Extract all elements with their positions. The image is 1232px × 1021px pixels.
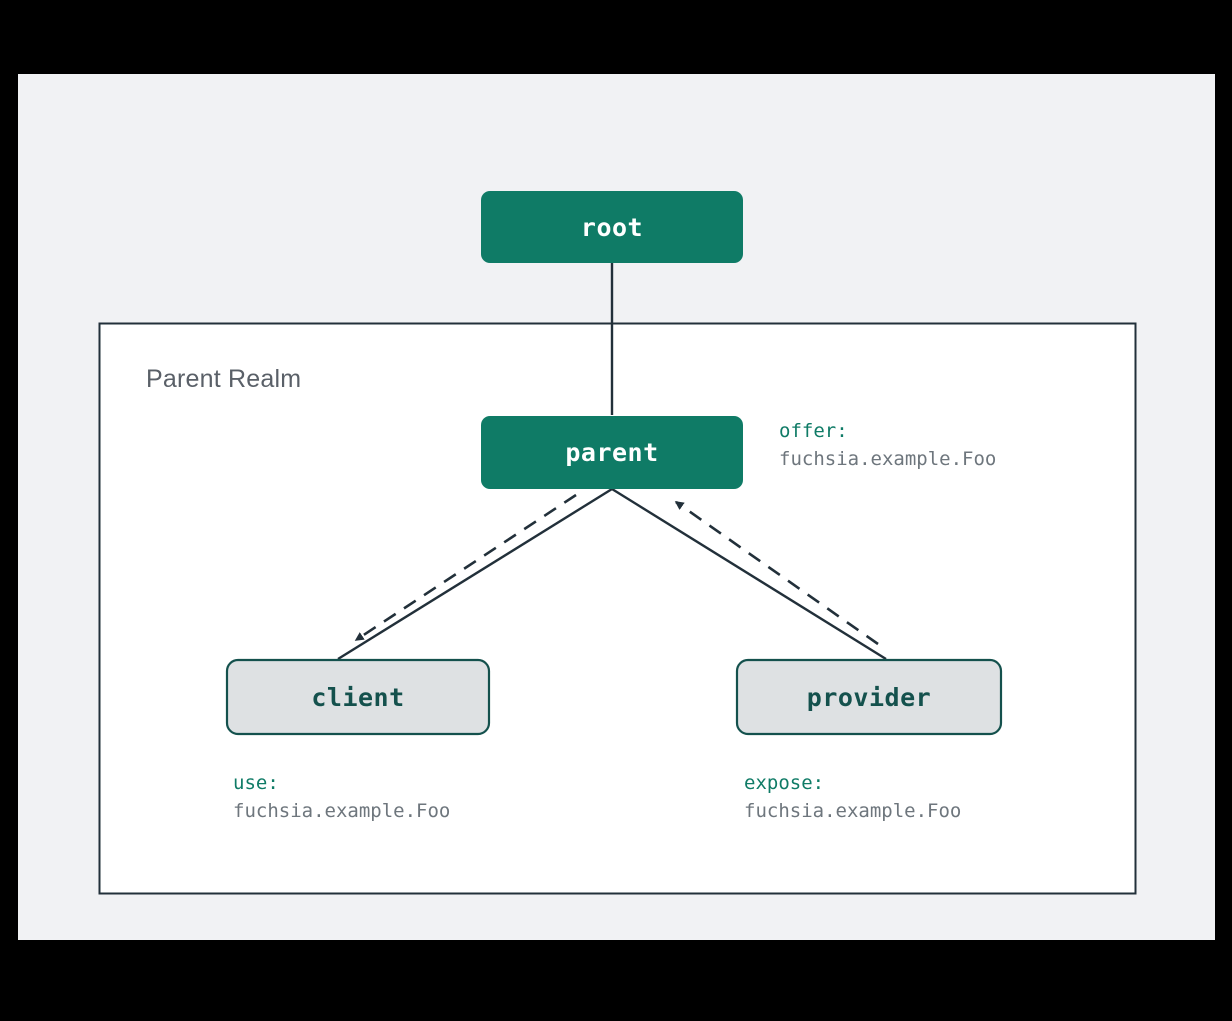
capability-use-value: fuchsia.example.Foo	[233, 800, 450, 822]
capability-use: use: fuchsia.example.Foo	[233, 772, 450, 822]
capability-use-key: use:	[233, 772, 279, 794]
capability-offer-value: fuchsia.example.Foo	[779, 448, 996, 470]
component-topology-diagram: Parent Realm root parent	[98, 191, 1137, 895]
node-parent[interactable]: parent	[481, 416, 743, 489]
parent-realm-title: Parent Realm	[146, 365, 301, 393]
capability-offer: offer: fuchsia.example.Foo	[779, 420, 996, 470]
capability-expose: expose: fuchsia.example.Foo	[744, 772, 961, 822]
capability-expose-key: expose:	[744, 772, 824, 794]
diagram-canvas: Parent Realm root parent	[18, 74, 1215, 940]
edge-expose-provider-to-parent	[674, 500, 879, 646]
node-parent-label: parent	[565, 438, 658, 467]
edge-parent-provider	[611, 487, 887, 661]
edge-parent-client	[337, 487, 613, 661]
capability-expose-value: fuchsia.example.Foo	[744, 800, 961, 822]
node-provider-box	[735, 658, 1003, 736]
node-client[interactable]: client	[225, 658, 491, 736]
node-client-box	[225, 658, 491, 736]
capability-offer-key: offer:	[779, 420, 848, 442]
edge-offer-parent-to-client	[354, 493, 577, 642]
node-provider-label: provider	[807, 683, 931, 712]
node-client-label: client	[311, 683, 404, 712]
node-root-label: root	[581, 213, 643, 242]
node-root-box	[481, 191, 743, 263]
node-provider[interactable]: provider	[735, 658, 1003, 736]
node-parent-box	[481, 416, 743, 489]
node-root[interactable]: root	[481, 191, 743, 263]
